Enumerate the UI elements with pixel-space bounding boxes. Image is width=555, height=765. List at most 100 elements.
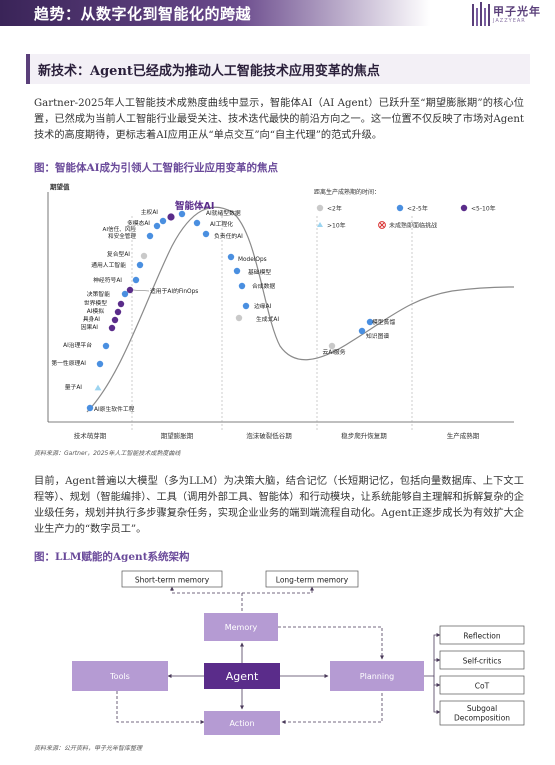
tools-label: Tools (109, 672, 130, 681)
chart-point (227, 253, 235, 261)
planning-label: Planning (360, 672, 394, 681)
chart-point (111, 316, 119, 324)
point-label: AI信任、风险 (103, 225, 137, 233)
connector-tools-action (116, 691, 205, 724)
chart-point (193, 219, 201, 227)
legend-label: >10年 (327, 221, 346, 229)
chart-point (132, 276, 140, 284)
legend-label: 未成熟即面临挑战 (389, 221, 437, 229)
section-title: 新技术：Agent已经成为推动人工智能技术应用变革的焦点 (38, 64, 380, 79)
agent-architecture-diagram: Short-term memory Long-term memory Memor… (72, 570, 525, 735)
self-critics-box (439, 650, 525, 670)
connector-planning-action (281, 693, 383, 724)
chart-legend: 距离生产成熟期的时间： <2年 <2-5年 <5-10年 >10年 未成熟即面临挑战 (314, 188, 496, 229)
point-label: 神经符号AI (93, 276, 122, 284)
logo-mark-icon (472, 2, 490, 26)
chart-axes (47, 192, 514, 430)
chart-point (178, 210, 186, 218)
page-title: 趋势：从数字化到智能化的跨越 (34, 5, 252, 23)
point-label: ModelOps (238, 257, 267, 263)
point-label: 多模态AI (127, 219, 150, 227)
legend-marker (396, 204, 404, 212)
point-label: AI工程化 (210, 220, 233, 228)
chart-point (242, 302, 250, 310)
point-label: 模型蒸馏 (372, 318, 395, 326)
chart-point (366, 318, 374, 326)
agent-box (204, 663, 280, 689)
tools-box (72, 661, 168, 691)
long-term-memory-box (265, 570, 359, 588)
subgoal-label-1: Subgoal (467, 704, 497, 713)
figure2-title: 图：LLM赋能的Agent系统架构 (34, 551, 190, 563)
y-axis-label: 期望值 (50, 182, 70, 191)
legend-marker (317, 222, 323, 227)
figure1-title: 图：智能体AI成为引领人工智能行业应用变革的焦点 (34, 162, 279, 174)
page-header: 趋势：从数字化到智能化的跨越 甲子光年 JAZZYEAR (0, 0, 555, 30)
intro-paragraph: Gartner-2025年人工智能技术成熟度曲线中显示，智能体AI（AI Age… (34, 98, 524, 141)
chart-point (233, 267, 241, 275)
point-label: 基础模型 (248, 268, 271, 276)
point-label: 因果AI (81, 324, 99, 331)
hype-curve (86, 206, 515, 413)
chart-point (159, 217, 167, 225)
point-label: 边缘AI (254, 302, 272, 310)
point-label: 和安全管理 (108, 232, 136, 240)
memory-label: Memory (225, 623, 258, 632)
legend-marker-cross (379, 222, 385, 228)
chart-point (108, 324, 116, 332)
body-paragraph: 目前，Agent普遍以大模型（多为LLM）为决策大脑，结合记忆（长短期记忆，包括… (34, 476, 524, 535)
point-label: 负责任的AI (214, 232, 243, 240)
legend-label: <2年 (327, 204, 342, 212)
point-label: 复合型AI (107, 250, 130, 258)
point-label: AI模拟 (87, 307, 104, 315)
brand-logo: 甲子光年 JAZZYEAR (471, 2, 541, 30)
chart-point (328, 342, 336, 350)
chart-point (202, 230, 210, 238)
logo-subtext: JAZZYEAR (493, 18, 526, 24)
action-label: Action (229, 719, 254, 728)
chart-point (126, 286, 134, 294)
point-label: 决策智能 (87, 290, 110, 298)
point-label: 适用于AI的FinOps (150, 287, 198, 295)
connector-planning-subgoal (433, 685, 441, 714)
phase-label: 泡沫破裂低谷期 (246, 431, 292, 440)
chart-point (86, 404, 94, 412)
planning-box (330, 661, 424, 691)
hype-cycle-chart: 期望值 技术萌芽期期望膨胀期泡沫破裂低谷期稳步爬升恢复期生产成熟期 距离生产成熟… (32, 176, 532, 446)
chart-point (358, 327, 366, 335)
phase-label: 生产成熟期 (447, 431, 480, 440)
point-label: 量子AI (65, 384, 83, 391)
phase-label: 稳步爬升恢复期 (341, 431, 387, 440)
action-box (204, 711, 280, 735)
connector-planning-reflection (424, 633, 441, 677)
point-label: 合成数据 (252, 282, 275, 290)
point-label: 通用人工智能 (91, 261, 126, 269)
logo-text: 甲子光年 (493, 5, 541, 18)
legend-label: <2-5年 (407, 204, 428, 212)
cot-box (439, 675, 525, 695)
point-label: 生成式AI (256, 315, 279, 323)
point-label: AI就绪型数据 (206, 209, 241, 217)
chart-point (238, 282, 246, 290)
point-label: 世界模型 (84, 299, 107, 307)
point-label: 知识图谱 (366, 332, 389, 340)
chart-point (117, 300, 125, 308)
subgoal-box (439, 700, 525, 726)
chart-point (235, 314, 243, 322)
connector-memory-planning (278, 626, 384, 660)
chart-point (114, 308, 122, 316)
point-label: 第一性原理AI (51, 359, 86, 367)
connector-planning-cot (433, 676, 441, 687)
subgoal-label-2: Decomposition (454, 714, 510, 723)
short-term-memory-box (121, 570, 223, 588)
highlight-label: 智能体AI (175, 200, 214, 212)
legend-title: 距离生产成熟期的时间： (314, 188, 380, 196)
chart-point (94, 384, 102, 391)
point-label: AI原生软件工程 (94, 405, 135, 413)
legend-label: <5-10年 (471, 204, 496, 212)
phase-label: 技术萌芽期 (74, 431, 107, 440)
header-band (0, 0, 430, 26)
self-critics-label: Self-critics (463, 657, 502, 666)
chart-point (121, 290, 129, 298)
chart-point (102, 342, 110, 350)
